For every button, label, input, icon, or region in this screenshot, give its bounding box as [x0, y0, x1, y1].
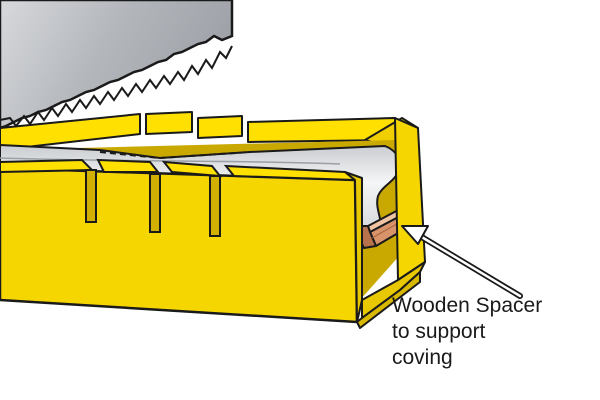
- saw-slot-left: [85, 169, 97, 223]
- callout-line-3: coving: [392, 346, 453, 369]
- saw-blade: [0, 0, 234, 130]
- saw-slot-middle: [149, 173, 161, 233]
- pointer-arrow-icon: [401, 225, 523, 299]
- callout-line-1: Wooden Spacer: [392, 294, 543, 317]
- saw-slot-right: [209, 175, 221, 237]
- mitre-box-end-wall: [356, 117, 426, 329]
- spacer-callout-label: Wooden Spacer to support coving: [392, 293, 592, 371]
- callout-line-2: to support: [392, 320, 486, 343]
- mitre-box-front-wall: [0, 158, 363, 324]
